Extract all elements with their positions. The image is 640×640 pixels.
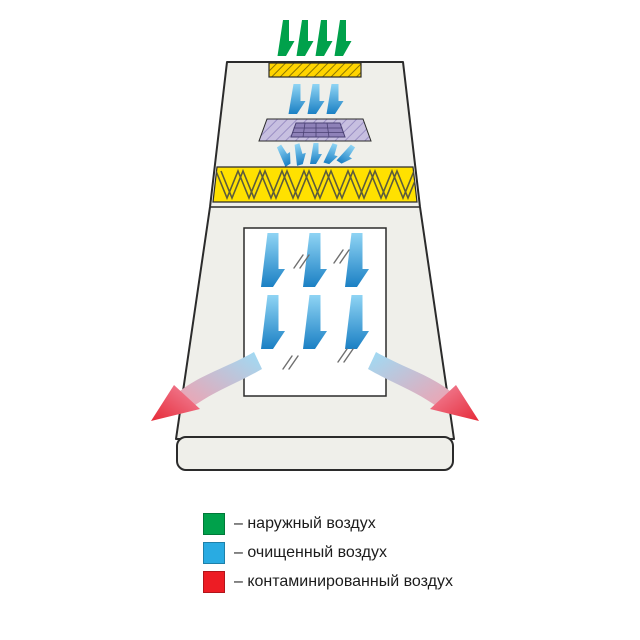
green-down-arrow-icon <box>334 20 352 56</box>
exhaust-band-right <box>368 352 450 408</box>
cabinet-base <box>176 436 454 471</box>
legend-label-outside-air: – наружный воздух <box>234 515 376 532</box>
outside-air-arrows <box>277 20 352 56</box>
legend-swatch-outside-air <box>203 513 225 535</box>
plenum-arrows <box>288 84 344 114</box>
prefilter-strip <box>268 62 362 78</box>
legend-item-outside-air: – наружный воздух <box>203 513 453 535</box>
glass-reflection-marks <box>282 249 354 370</box>
green-down-arrow-icon <box>277 20 295 56</box>
exhaust-arrow-right <box>368 352 479 421</box>
fan-unit <box>258 118 372 142</box>
exhaust-arrow-left <box>151 352 262 421</box>
hepa-pleats <box>215 168 417 201</box>
legend-item-contaminated-air: – контаминированный воздух <box>203 571 453 593</box>
green-down-arrow-icon <box>296 20 314 56</box>
red-arrowhead-icon <box>151 385 200 421</box>
fan-grille <box>290 122 346 138</box>
legend-swatch-contaminated-air <box>203 571 225 593</box>
exhaust-band-left <box>180 352 262 408</box>
legend: – наружный воздух – очищенный воздух – к… <box>203 513 453 593</box>
legend-swatch-clean-air <box>203 542 225 564</box>
legend-label-clean-air: – очищенный воздух <box>234 544 387 561</box>
red-arrowhead-icon <box>430 385 479 421</box>
fan-grille-lines <box>292 122 344 138</box>
green-down-arrow-icon <box>315 20 333 56</box>
hepa-filter <box>212 166 418 203</box>
legend-label-contaminated-air: – контаминированный воздух <box>234 573 453 590</box>
legend-item-clean-air: – очищенный воздух <box>203 542 453 564</box>
